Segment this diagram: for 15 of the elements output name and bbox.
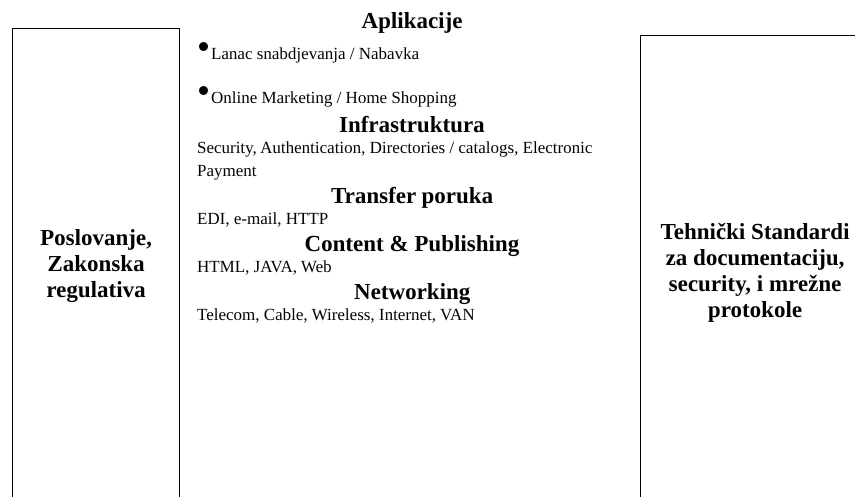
section-heading: Networking xyxy=(354,279,470,305)
section-heading: Infrastruktura xyxy=(339,112,485,138)
bullet-item-text: Lanac snabdjevanja / Nabavka xyxy=(211,44,420,64)
section-text: EDI, e-mail, HTTP xyxy=(197,209,328,229)
section-text: Telecom, Cable, Wireless, Internet, VAN xyxy=(197,305,475,325)
column-title: Tehnički Standardi za documentaciju, security, i mrežne protokole xyxy=(660,218,850,322)
section-heading: Content & Publishing xyxy=(304,231,520,257)
section-heading: Transfer poruka xyxy=(331,183,494,209)
bullet-item-text: Online Marketing / Home Shopping xyxy=(211,88,457,108)
column-box xyxy=(640,35,855,497)
section-heading: Aplikacije xyxy=(362,8,462,34)
column-box xyxy=(12,28,180,497)
section-text: HTML, JAVA, Web xyxy=(197,257,332,277)
column-title: Poslovanje, Zakonska regulativa xyxy=(39,224,153,302)
section-text: Security, Authentication, Directories / catalogs, Electronic Payment xyxy=(197,137,594,182)
